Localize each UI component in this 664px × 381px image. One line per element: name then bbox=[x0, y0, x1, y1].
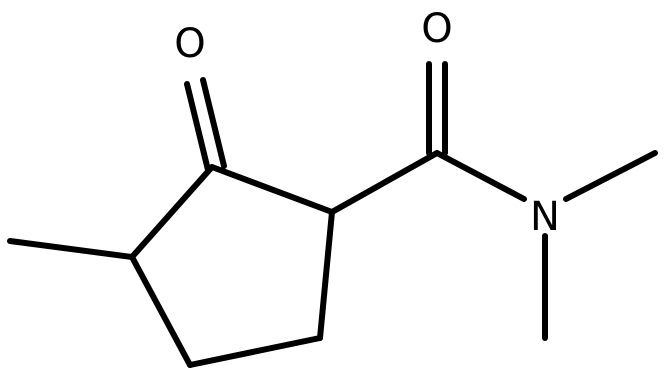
bond-ring-carbonyl bbox=[329, 150, 440, 215]
bond-ketone-double-a bbox=[184, 81, 211, 173]
bond-ring-c2-c1 bbox=[209, 164, 335, 215]
bond-ketone-double-b bbox=[200, 77, 227, 169]
bond-ring-c4-c3 bbox=[129, 254, 193, 368]
ketone-oxygen-label: O bbox=[174, 21, 205, 67]
bond-nitrogen-methyl-upper bbox=[563, 150, 658, 202]
bond-ring-c1-c5 bbox=[317, 209, 335, 341]
bond-ring-c3-c2 bbox=[129, 164, 215, 260]
bond-carbonyl-nitrogen bbox=[434, 150, 527, 202]
bond-ring-c5-c4 bbox=[187, 335, 323, 368]
amide-oxygen-label: O bbox=[421, 6, 452, 52]
bond-methyl-ring bbox=[7, 238, 135, 260]
amide-nitrogen-label: N bbox=[530, 194, 560, 240]
